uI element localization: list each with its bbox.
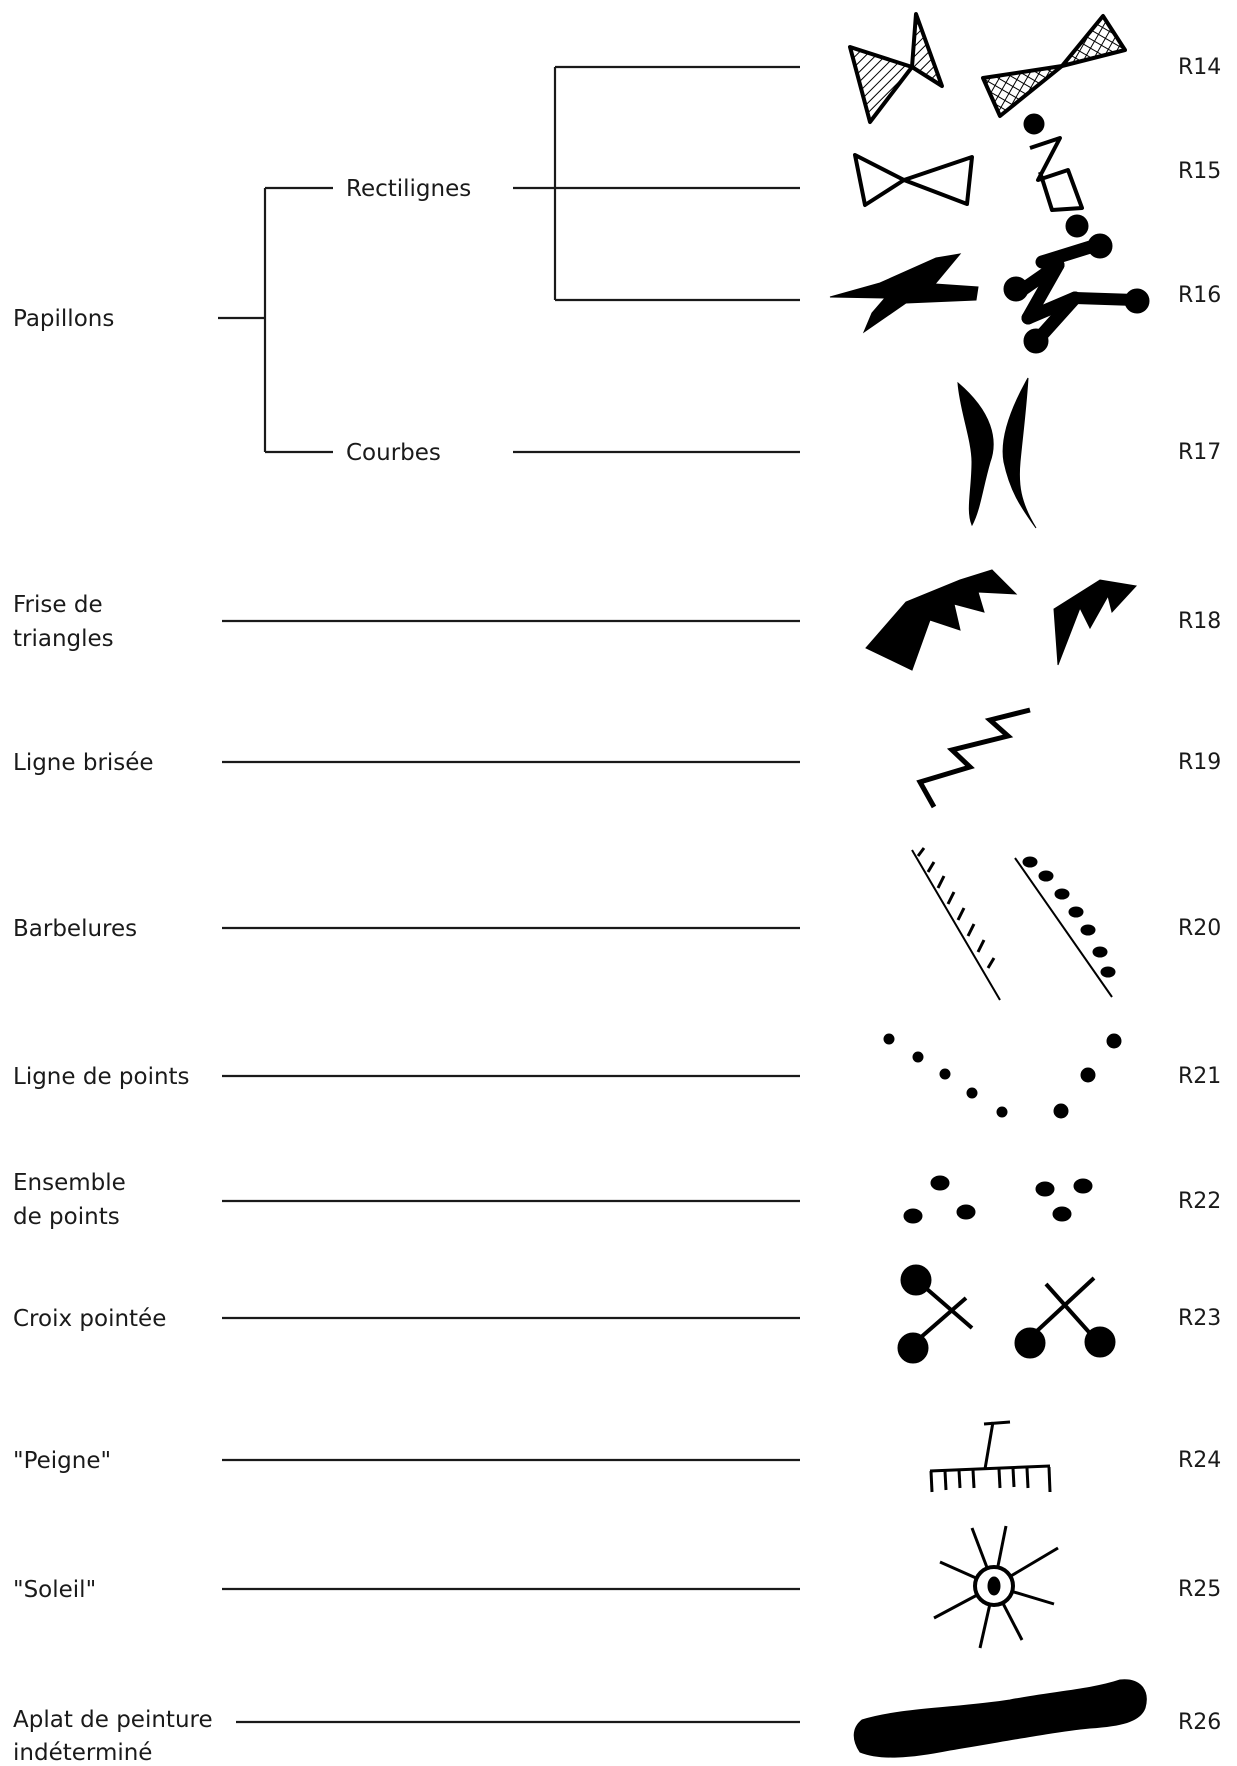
- label-ligne-brisee: Ligne brisée: [13, 750, 154, 776]
- symbol-r18: [865, 569, 1137, 671]
- category-connectors: [222, 619, 800, 1724]
- symbol-r21: [883, 1033, 1122, 1119]
- code-r19: R19: [1178, 750, 1221, 775]
- code-r24: R24: [1178, 1448, 1221, 1473]
- symbol-r24: [929, 1420, 1052, 1493]
- code-r21: R21: [1178, 1064, 1221, 1089]
- label-ensemble-line1: Ensemble: [13, 1170, 126, 1196]
- label-aplat-line2: indéterminé: [13, 1740, 152, 1766]
- label-peigne: "Peigne": [13, 1448, 111, 1474]
- label-ensemble-line2: de points: [13, 1204, 120, 1230]
- label-soleil: "Soleil": [13, 1577, 96, 1603]
- code-r26: R26: [1178, 1710, 1221, 1735]
- symbol-r19: [916, 707, 1031, 809]
- label-papillons: Papillons: [13, 306, 114, 332]
- code-r16: R16: [1178, 283, 1221, 308]
- symbol-r25: [933, 1525, 1059, 1649]
- code-r18: R18: [1178, 609, 1221, 634]
- code-r22: R22: [1178, 1189, 1221, 1214]
- symbol-r17: [957, 377, 1037, 529]
- symbol-r16: [829, 233, 1150, 354]
- symbol-r22: [903, 1175, 1093, 1224]
- label-aplat-line1: Aplat de peinture: [13, 1707, 213, 1733]
- symbol-r26: [853, 1679, 1147, 1758]
- code-r17: R17: [1178, 440, 1221, 465]
- label-frise-line1: Frise de: [13, 592, 103, 618]
- symbol-r14: [848, 12, 1127, 124]
- tree-connectors: [218, 65, 800, 454]
- label-courbes: Courbes: [346, 440, 441, 466]
- label-frise-line2: triangles: [13, 626, 114, 652]
- symbol-r20: [911, 847, 1116, 1001]
- code-r20: R20: [1178, 916, 1221, 941]
- code-r23: R23: [1178, 1306, 1221, 1331]
- label-croix-pointee: Croix pointée: [13, 1306, 166, 1332]
- label-ligne-de-points: Ligne de points: [13, 1064, 190, 1090]
- code-r14: R14: [1178, 55, 1221, 80]
- code-r25: R25: [1178, 1577, 1221, 1602]
- symbol-r15: [853, 113, 1089, 238]
- label-barbelures: Barbelures: [13, 916, 137, 942]
- symbol-r23: [897, 1264, 1116, 1364]
- label-rectilignes: Rectilignes: [346, 176, 471, 202]
- code-r15: R15: [1178, 159, 1221, 184]
